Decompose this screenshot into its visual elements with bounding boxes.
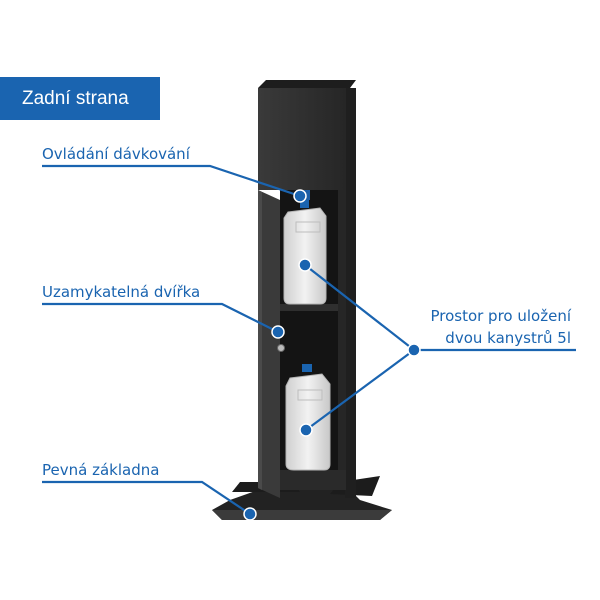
label-storage-line2: dvou kanystrů 5l — [445, 329, 571, 347]
door-lock-icon — [277, 344, 285, 352]
callout-line-base — [42, 480, 251, 515]
callout-line-storage-lower — [305, 349, 415, 431]
canister-upper — [283, 200, 327, 305]
label-storage-line1: Prostor pro uložení — [430, 307, 571, 325]
cabinet-upper — [258, 88, 346, 190]
cabinet-door — [258, 190, 280, 498]
label-fixed-base: Pevná základna — [42, 461, 160, 479]
cabinet-side — [345, 88, 356, 498]
label-lockable-door: Uzamykatelná dvířka — [42, 283, 201, 301]
callout-dot-dosing — [293, 189, 307, 203]
callout-dot-storage-lower — [299, 423, 313, 437]
callout-dot-storage-junction — [407, 343, 421, 357]
callout-dots — [243, 189, 421, 521]
cabinet-bottom — [280, 470, 346, 490]
canister-lower — [285, 364, 331, 471]
view-title: Zadní strana — [22, 87, 129, 109]
callout-dot-base — [243, 507, 257, 521]
view-title-badge: Zadní strana — [0, 77, 160, 120]
label-dosing-control: Ovládání dávkování — [42, 145, 190, 163]
callout-dot-storage-upper — [298, 258, 312, 272]
callout-dot-door — [271, 325, 285, 339]
callout-line-door — [42, 302, 279, 333]
label-storage: Prostor pro uložení dvou kanystrů 5l — [430, 305, 571, 349]
callout-line-dosing — [42, 164, 301, 198]
compartment-shelf — [280, 304, 340, 311]
cabinet-top — [258, 80, 356, 88]
